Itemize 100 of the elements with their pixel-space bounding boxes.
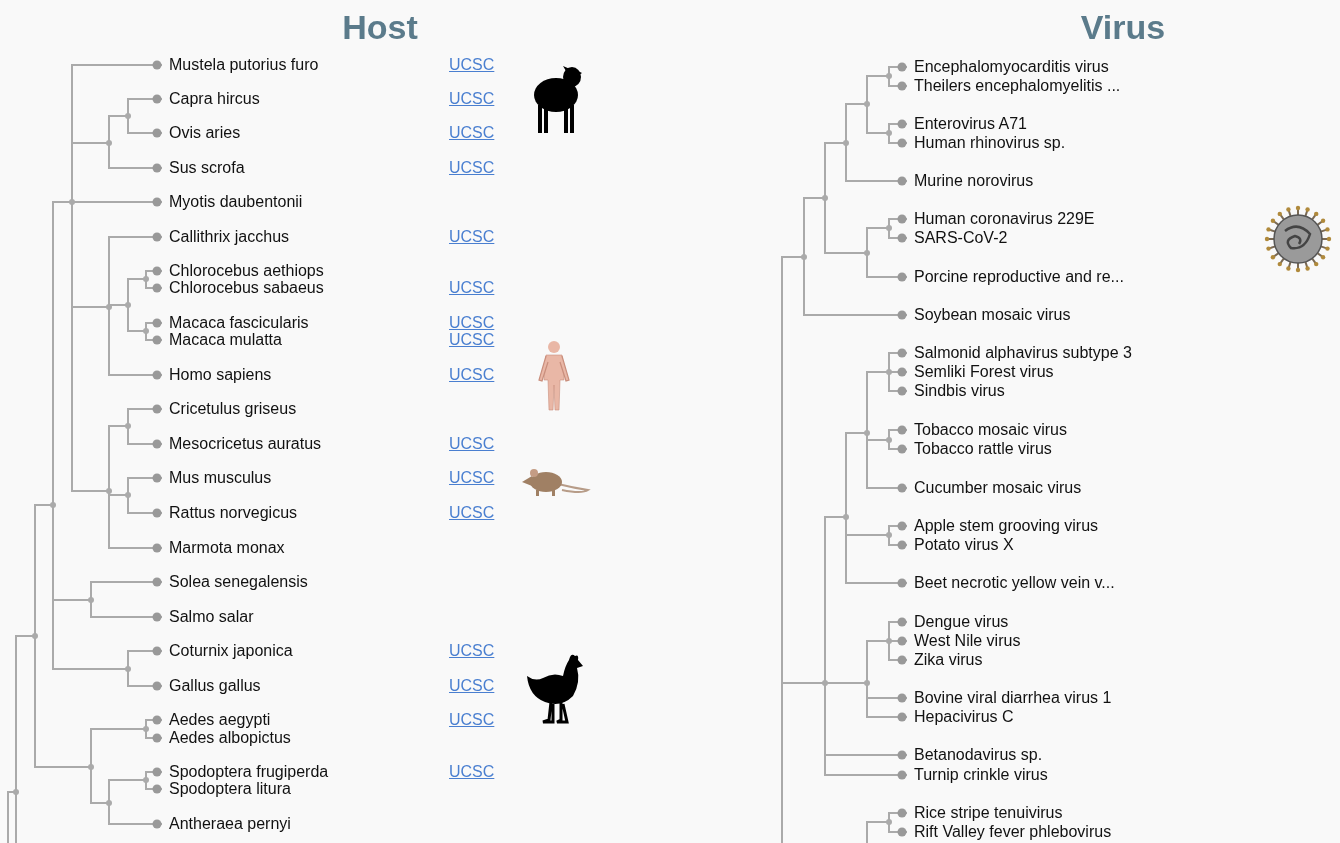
branch-point	[13, 789, 19, 795]
taxon-label: Coturnix japonica	[162, 642, 293, 659]
taxon-label: Aedes albopictus	[162, 729, 291, 746]
branch-point	[864, 250, 870, 256]
taxon-label: Murine norovirus	[907, 172, 1034, 189]
branch-point	[864, 101, 870, 107]
taxon-label: Antheraea pernyi	[162, 815, 291, 832]
taxon-label: Chlorocebus aethiops	[162, 262, 324, 279]
genome-link: UCSC	[449, 279, 495, 296]
genome-link: UCSC	[449, 366, 495, 383]
taxon-label: Chlorocebus sabaeus	[162, 279, 324, 296]
branch-point	[106, 304, 112, 310]
taxon-label: Theilers encephalomyelitis ...	[907, 77, 1121, 94]
taxon-label: Enterovirus A71	[907, 115, 1027, 132]
branch-point	[88, 597, 94, 603]
genome-link: UCSC	[449, 124, 495, 141]
taxon-label: Callithrix jacchus	[162, 228, 290, 245]
branch-point	[125, 666, 131, 672]
taxon-label: Rice stripe tenuivirus	[907, 804, 1063, 821]
branch-point	[106, 488, 112, 494]
taxon-label: Dengue virus	[907, 613, 1009, 630]
branch-point	[88, 764, 94, 770]
taxon-label: Bovine viral diarrhea virus 1	[907, 689, 1112, 706]
taxon-label: Soybean mosaic virus	[907, 306, 1071, 323]
branch-point	[843, 514, 849, 520]
taxon-label: Cucumber mosaic virus	[907, 479, 1082, 496]
genome-link: UCSC	[449, 763, 495, 780]
genome-link: UCSC	[449, 314, 495, 331]
section-heading: Virus	[1080, 7, 1166, 47]
taxon-label: Homo sapiens	[162, 366, 272, 383]
branch-point	[886, 225, 892, 231]
taxon-label: Betanodavirus sp.	[907, 746, 1043, 763]
taxon-label: Human coronavirus 229E	[907, 210, 1095, 227]
taxon-label: Salmonid alphavirus subtype 3	[907, 344, 1132, 361]
taxon-label: Salmo salar	[162, 608, 254, 625]
genome-link: UCSC	[449, 677, 495, 694]
taxon-label: West Nile virus	[907, 632, 1021, 649]
branch-point	[822, 680, 828, 686]
taxon-label: Ovis aries	[162, 124, 241, 141]
taxon-label: Turnip crinkle virus	[907, 766, 1048, 783]
branch-point	[843, 140, 849, 146]
taxon-label: Sindbis virus	[907, 382, 1005, 399]
branch-point	[125, 423, 131, 429]
branch-point	[69, 199, 75, 205]
taxon-label: Tobacco mosaic virus	[907, 421, 1067, 438]
genome-link: UCSC	[449, 504, 495, 521]
branch-point	[886, 130, 892, 136]
branch-point	[886, 437, 892, 443]
taxon-label: Hepacivirus C	[907, 708, 1014, 725]
branch-point	[106, 800, 112, 806]
branch-point	[50, 502, 56, 508]
taxon-label: Marmota monax	[162, 539, 285, 556]
branch-point	[143, 726, 149, 732]
taxon-label: Zika virus	[907, 651, 983, 668]
taxon-label: Macaca fascicularis	[162, 314, 309, 331]
taxon-label: Human rhinovirus sp.	[907, 134, 1066, 151]
section-heading: Host	[342, 7, 418, 47]
genome-link: UCSC	[449, 90, 495, 107]
genome-link: UCSC	[449, 228, 495, 245]
branch-point	[32, 633, 38, 639]
taxon-label: Cricetulus griseus	[162, 400, 297, 417]
genome-link: UCSC	[449, 711, 495, 728]
genome-link: UCSC	[449, 469, 495, 486]
taxon-label: Semliki Forest virus	[907, 363, 1054, 380]
branch-point	[143, 777, 149, 783]
taxon-label: Mesocricetus auratus	[162, 435, 322, 452]
branch-point	[886, 532, 892, 538]
branch-point	[125, 302, 131, 308]
taxon-label: Rattus norvegicus	[162, 504, 298, 521]
taxon-label: Solea senegalensis	[162, 573, 308, 590]
branch-point	[886, 73, 892, 79]
taxon-label: Beet necrotic yellow vein v...	[907, 574, 1115, 591]
genome-link: UCSC	[449, 435, 495, 452]
branch-point	[886, 369, 892, 375]
branch-point	[886, 638, 892, 644]
branch-point	[143, 328, 149, 334]
taxon-label: Rift Valley fever phlebovirus	[907, 823, 1112, 840]
genome-link: UCSC	[449, 56, 495, 73]
genome-link: UCSC	[449, 159, 495, 176]
taxon-label: Apple stem grooving virus	[907, 517, 1099, 534]
branch-point	[125, 113, 131, 119]
taxon-label: Mus musculus	[162, 469, 272, 486]
taxon-label: Spodoptera litura	[162, 780, 291, 797]
branch-point	[864, 430, 870, 436]
branch-point	[143, 276, 149, 282]
taxon-label: Mustela putorius furo	[162, 56, 319, 73]
taxon-label: Gallus gallus	[162, 677, 261, 694]
genome-link: UCSC	[449, 642, 495, 659]
taxon-label: Potato virus X	[907, 536, 1014, 553]
taxon-label: SARS-CoV-2	[907, 229, 1008, 246]
taxon-label: Aedes aegypti	[162, 711, 271, 728]
branch-point	[822, 195, 828, 201]
taxon-label: Macaca mulatta	[162, 331, 282, 348]
branch-point	[864, 680, 870, 686]
taxon-label: Myotis daubentonii	[162, 193, 303, 210]
taxon-label: Porcine reproductive and re...	[907, 268, 1124, 285]
taxon-label: Tobacco rattle virus	[907, 440, 1052, 457]
branch-point	[886, 819, 892, 825]
branch-point	[801, 254, 807, 260]
taxon-label: Spodoptera frugiperda	[162, 763, 329, 780]
